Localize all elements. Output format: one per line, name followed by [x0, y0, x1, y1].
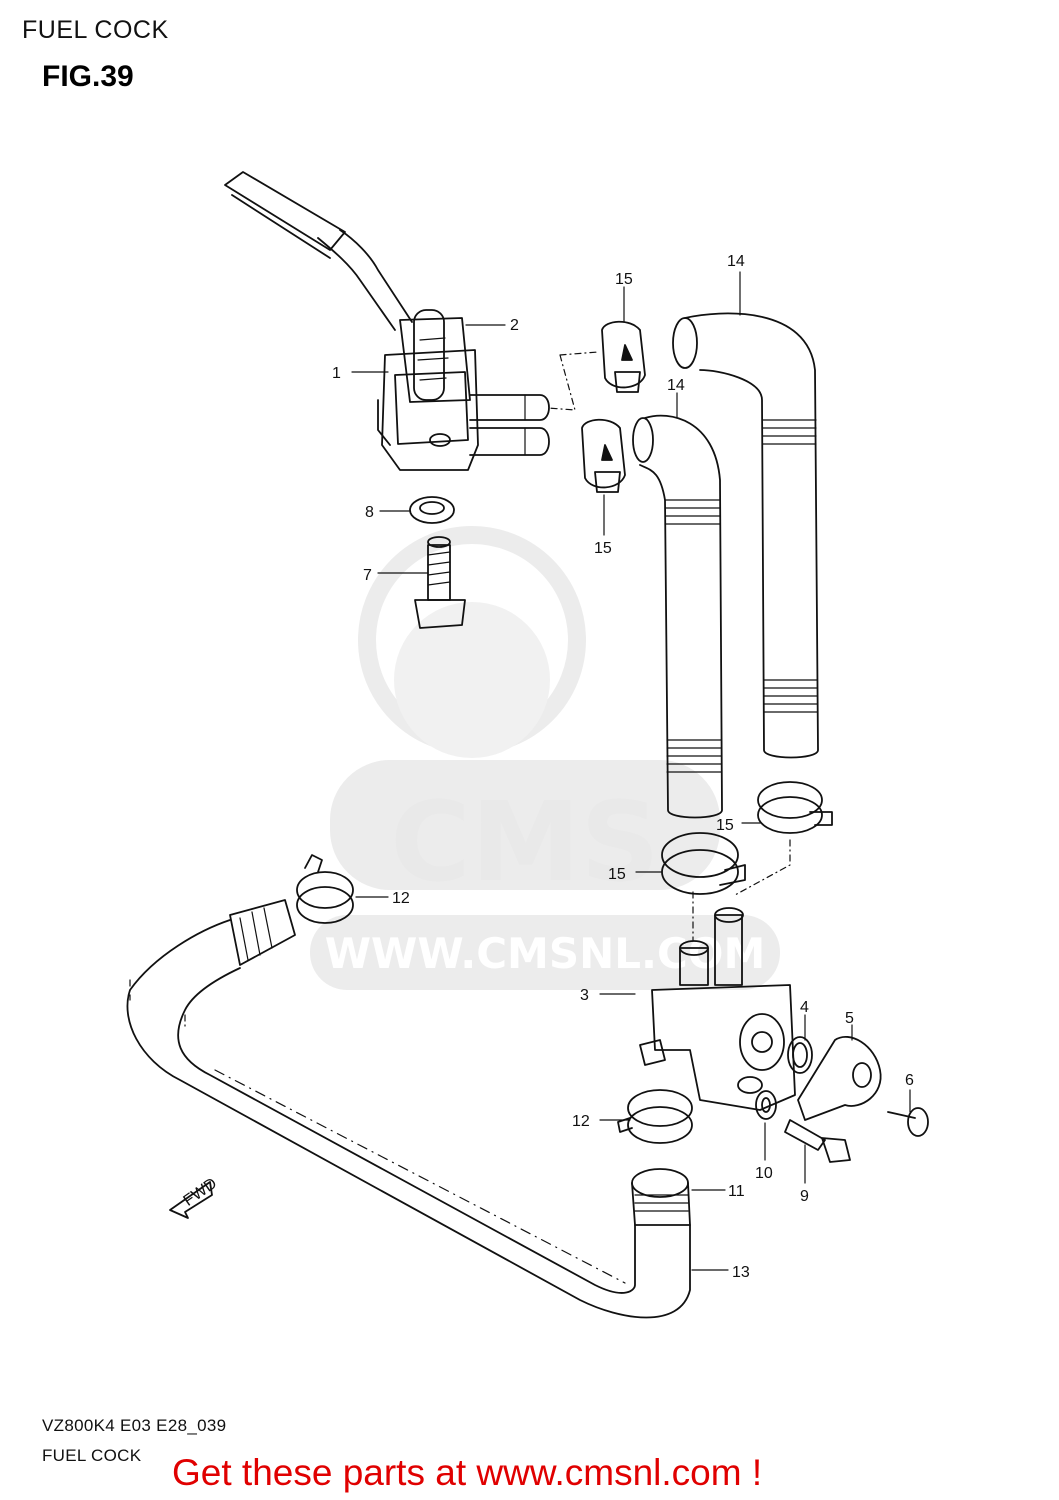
- footer-title: FUEL COCK: [42, 1446, 142, 1465]
- label-part-8: 8: [365, 504, 374, 521]
- label-part-6: 6: [905, 1072, 914, 1089]
- clamp-right-drawing: [757, 781, 833, 834]
- washer-small-drawing: [755, 1090, 777, 1120]
- shop-link[interactable]: Get these parts at www.cmsnl.com !: [172, 1452, 763, 1493]
- clamp-top-drawing: [601, 320, 646, 393]
- fuel-hose-long-drawing: [126, 899, 691, 1319]
- figure-number: FIG.39: [42, 60, 134, 93]
- label-part-10: 10: [755, 1165, 773, 1182]
- fuel-cock-body-drawing: [377, 349, 550, 471]
- watermark: CMS WWW.CMSNL.COM: [310, 526, 780, 990]
- label-part-12-upper: 12: [392, 890, 410, 907]
- label-part-13: 13: [732, 1264, 750, 1281]
- label-part-1: 1: [332, 365, 341, 382]
- fwd-arrow-icon: [169, 1181, 213, 1219]
- fwd-label: FWD: [181, 1175, 221, 1210]
- label-part-5: 5: [845, 1010, 854, 1027]
- label-part-12-lower: 12: [572, 1113, 590, 1130]
- bolt-drawing: [414, 536, 466, 629]
- label-part-15-right: 15: [716, 817, 734, 834]
- watermark-brand: CMS: [390, 778, 659, 906]
- washer-drawing: [409, 496, 455, 524]
- label-part-15-left: 15: [608, 866, 626, 883]
- label-part-14-front: 14: [667, 377, 685, 394]
- label-part-15-top: 15: [615, 271, 633, 288]
- fuel-hose-rear-drawing: [672, 312, 819, 759]
- o-ring-drawing: [787, 1036, 813, 1074]
- label-part-9: 9: [800, 1188, 809, 1205]
- vacuum-fuel-cock-drawing: [639, 907, 796, 1111]
- label-part-7: 7: [363, 567, 372, 584]
- page-title: FUEL COCK: [22, 16, 169, 44]
- bolt-short-drawing: [784, 1119, 851, 1163]
- clamp-upper-drawing: [296, 854, 354, 924]
- cover-drawing: [797, 1035, 882, 1121]
- label-part-15-middle: 15: [594, 540, 612, 557]
- clamp-lower-drawing: [617, 1089, 693, 1144]
- label-part-2: 2: [510, 317, 519, 334]
- screw-drawing: [887, 1107, 929, 1137]
- label-part-11: 11: [728, 1183, 745, 1200]
- label-part-14-rear: 14: [727, 253, 745, 270]
- fuel-filter-drawing: [224, 171, 471, 403]
- leader-lines: [351, 271, 911, 1271]
- watermark-site: WWW.CMSNL.COM: [325, 929, 766, 978]
- fuel-hose-front-drawing: [632, 414, 723, 819]
- label-part-3: 3: [580, 987, 589, 1004]
- label-part-4: 4: [800, 999, 809, 1016]
- diagram-code: VZ800K4 E03 E28_039: [42, 1416, 227, 1435]
- clamp-middle-drawing: [581, 418, 626, 493]
